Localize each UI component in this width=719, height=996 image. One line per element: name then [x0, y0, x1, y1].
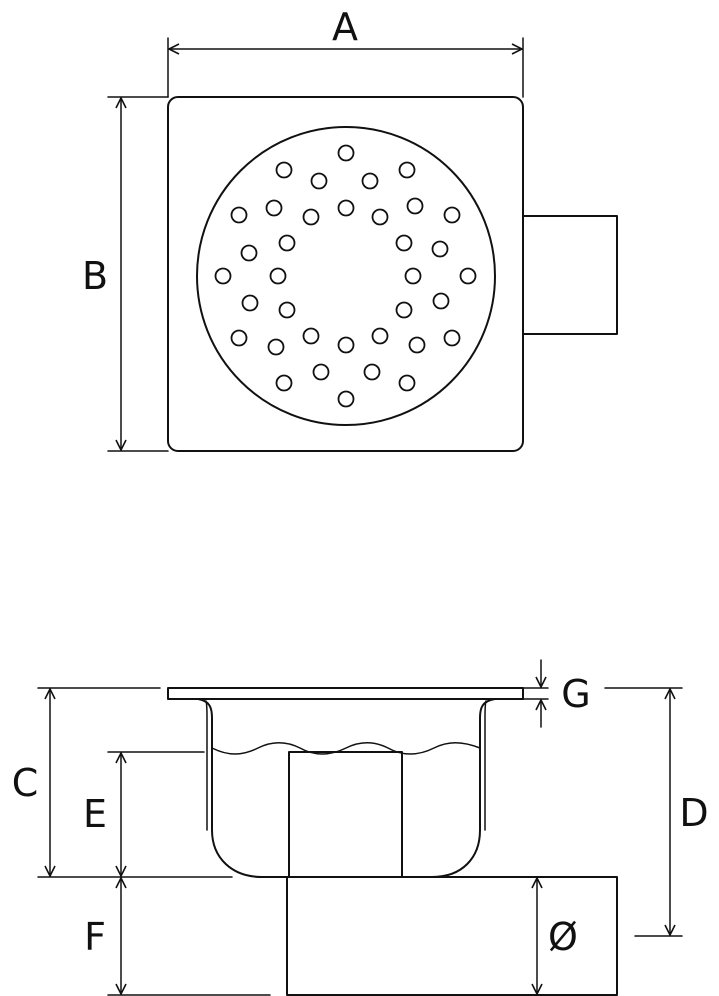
- grate-hole: [269, 267, 287, 285]
- grate-hole: [371, 327, 389, 345]
- dimension-c: C: [12, 687, 233, 878]
- grate-hole: [408, 336, 426, 354]
- outlet-pipe: [286, 876, 618, 996]
- grate-hole: [241, 294, 259, 312]
- dimension-label-d: D: [679, 791, 708, 835]
- side-view: G C E F D Ø: [12, 659, 709, 996]
- grate-hole: [275, 161, 293, 179]
- drain-bowl: [197, 698, 496, 878]
- grate-plate: [167, 687, 524, 700]
- water-level-line: [211, 742, 481, 755]
- dimension-g: G: [522, 659, 591, 728]
- grate-holes: [214, 144, 477, 408]
- top-view: A B: [82, 5, 618, 452]
- grate-hole: [337, 390, 355, 408]
- grate-hole: [363, 363, 381, 381]
- grate-hole: [337, 336, 355, 354]
- drain-bowl-inner: [205, 700, 208, 831]
- dimension-a: A: [167, 5, 524, 98]
- dimension-f: F: [84, 878, 271, 996]
- dimension-label-diameter: Ø: [548, 915, 578, 959]
- dimension-label-a: A: [332, 5, 358, 49]
- grate-hole: [230, 206, 248, 224]
- grate-hole: [337, 199, 355, 217]
- side-outlet: [522, 215, 618, 335]
- dimension-label-e: E: [83, 792, 107, 836]
- dimension-label-b: B: [82, 254, 108, 298]
- grate-hole: [443, 206, 461, 224]
- grate-circle: [196, 126, 496, 426]
- grate-hole: [395, 234, 413, 252]
- grate-hole: [398, 374, 416, 392]
- grate-hole: [404, 267, 422, 285]
- grate-hole: [395, 301, 413, 319]
- dimension-b: B: [82, 96, 169, 452]
- grate-hole: [240, 244, 258, 262]
- dimension-diameter: Ø: [537, 878, 578, 994]
- grate-hole: [432, 292, 450, 310]
- grate-hole: [361, 172, 379, 190]
- grate-hole: [337, 144, 355, 162]
- grate-hole: [371, 208, 389, 226]
- dimension-label-g: G: [561, 672, 590, 716]
- grate-hole: [459, 267, 477, 285]
- trap-tube: [288, 751, 403, 878]
- grate-hole: [312, 363, 330, 381]
- grate-hole: [431, 240, 449, 258]
- grate-hole: [278, 234, 296, 252]
- dimension-label-f: F: [84, 915, 106, 959]
- dimension-e: E: [83, 751, 205, 876]
- grate-hole: [230, 329, 248, 347]
- grate-hole: [398, 161, 416, 179]
- grate-hole: [275, 374, 293, 392]
- grate-hole: [310, 172, 328, 190]
- dimension-label-c: C: [12, 761, 39, 805]
- grate-hole: [302, 208, 320, 226]
- grate-hole: [267, 338, 285, 356]
- grate-hole: [265, 199, 283, 217]
- grate-hole: [278, 301, 296, 319]
- grate-hole: [302, 327, 320, 345]
- grate-hole: [214, 267, 232, 285]
- grate-hole: [406, 197, 424, 215]
- grate-hole: [443, 329, 461, 347]
- dimension-d: D: [604, 687, 709, 937]
